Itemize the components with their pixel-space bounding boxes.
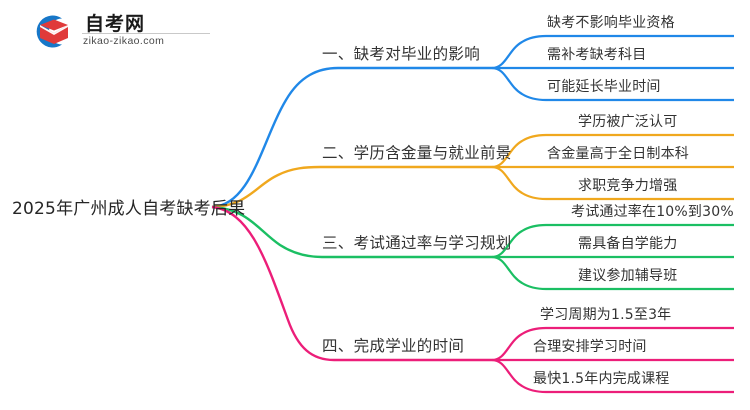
branch-connector-2	[211, 133, 734, 209]
leaf-label-2-1[interactable]: 学历被广泛认可	[578, 114, 678, 130]
leaf-label-2-3[interactable]: 求职竞争力增强	[578, 178, 678, 194]
leaf-label-3-3[interactable]: 建议参加辅导班	[578, 268, 678, 284]
site-logo: 自考网 zikao-zikao.com	[30, 8, 220, 54]
leaf-label-2-2[interactable]: 含金量高于全日制本科	[547, 146, 689, 162]
leaf-label-4-1[interactable]: 学习周期为1.5至3年	[540, 307, 672, 323]
logo-brand-name: 自考网	[85, 13, 146, 35]
leaf-label-3-2[interactable]: 需具备自学能力	[578, 236, 678, 252]
logo-divider	[82, 33, 210, 34]
leaf-label-1-1[interactable]: 缺考不影响毕业资格	[547, 15, 675, 31]
leaf-label-4-2[interactable]: 合理安排学习时间	[533, 339, 647, 355]
leaf-label-1-2[interactable]: 需补考缺考科目	[547, 47, 647, 63]
leaf-label-1-3[interactable]: 可能延长毕业时间	[547, 79, 661, 95]
leaf-label-4-3[interactable]: 最快1.5年内完成课程	[533, 371, 670, 387]
leaf-label-3-1[interactable]: 考试通过率在10%到30%	[571, 204, 734, 220]
mindmap-root-title: 2025年广州成人自考缺考后果	[12, 199, 246, 219]
branch-label-1[interactable]: 一、缺考对毕业的影响	[322, 45, 481, 63]
branch-label-4[interactable]: 四、完成学业的时间	[322, 337, 465, 355]
branch-label-3[interactable]: 三、考试通过率与学习规划	[322, 234, 512, 252]
zikao-logo-graduation-cap-icon	[36, 15, 68, 48]
branch-label-2[interactable]: 二、学历含金量与就业前景	[322, 144, 512, 162]
branch-connector-1	[211, 34, 734, 209]
logo-url: zikao-zikao.com	[83, 35, 165, 47]
logo-wordmark: 自考网 zikao-zikao.com	[82, 8, 212, 52]
branch-connector-4	[211, 205, 734, 394]
branch-connector-3	[211, 205, 734, 291]
